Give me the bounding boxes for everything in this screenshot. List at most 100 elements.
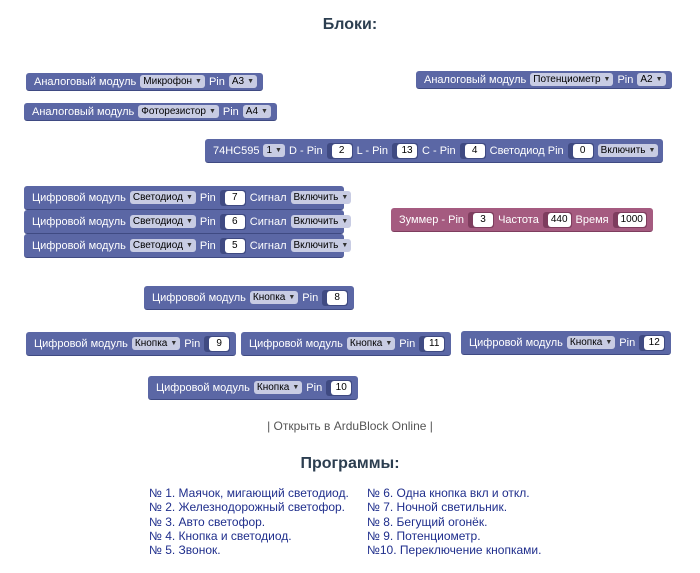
buzzer-pin-socket: 3 xyxy=(468,211,495,228)
dropdown-arrow-icon: ▼ xyxy=(195,78,202,85)
dropdown-arrow-icon: ▼ xyxy=(655,76,663,83)
program-link[interactable]: № 7. Ночной светильник. xyxy=(367,500,508,515)
pin-dropdown[interactable]: A2▼ xyxy=(637,73,666,86)
pin-value[interactable]: 8 xyxy=(327,290,348,305)
blocks-title: Блоки: xyxy=(322,16,378,33)
module-dropdown[interactable]: Фоторезистор▼ xyxy=(138,105,219,118)
dropdown-arrow-icon: ▼ xyxy=(275,147,282,154)
block-label: Аналоговый модуль xyxy=(424,73,527,86)
pin-socket: 10 xyxy=(326,379,353,396)
pin-value[interactable]: 10 xyxy=(331,380,352,395)
digital-module-block-led[interactable]: Цифровой модуль Светодиод▼ Pin 7 Сигнал … xyxy=(24,186,352,210)
pin-socket: 11 xyxy=(419,335,446,352)
l-pin-value[interactable]: 13 xyxy=(397,143,417,158)
program-link[interactable]: № 3. Авто светофор. xyxy=(149,514,266,529)
module-dropdown[interactable]: Кнопка▼ xyxy=(249,291,299,304)
pin-label: Pin xyxy=(199,239,216,252)
dropdown-arrow-icon: ▼ xyxy=(605,339,613,346)
program-link[interactable]: № 5. Звонок. xyxy=(149,543,221,558)
signal-dropdown[interactable]: Включить▼ xyxy=(290,191,352,204)
module-dropdown[interactable]: Кнопка▼ xyxy=(253,381,303,394)
module-dropdown[interactable]: Кнопка▼ xyxy=(566,336,616,349)
pin-label: Pin xyxy=(306,381,323,394)
block-label: Цифровой модуль xyxy=(32,239,126,252)
led-pin-socket: 0 xyxy=(567,142,594,159)
module-dropdown[interactable]: Светодиод▼ xyxy=(129,239,196,252)
dropdown-arrow-icon: ▼ xyxy=(208,108,216,115)
digital-module-block-button[interactable]: Цифровой модуль Кнопка▼ Pin 11 xyxy=(241,332,452,356)
time-socket: 1000 xyxy=(612,211,647,228)
dropdown-arrow-icon: ▼ xyxy=(292,384,300,391)
link-separator: | xyxy=(267,419,274,433)
index-dropdown[interactable]: 1▼ xyxy=(263,144,285,157)
pin-dropdown[interactable]: A4▼ xyxy=(242,105,271,118)
c-pin-value[interactable]: 4 xyxy=(464,143,485,158)
signal-label: Сигнал xyxy=(249,215,287,228)
block-label: 74HC595 xyxy=(213,144,260,157)
signal-dropdown[interactable]: Включить▼ xyxy=(290,215,352,228)
module-dropdown[interactable]: Кнопка▼ xyxy=(131,337,181,350)
module-dropdown[interactable]: Светодиод▼ xyxy=(129,191,196,204)
dropdown-arrow-icon: ▼ xyxy=(385,340,393,347)
block-label: Цифровой модуль xyxy=(469,336,563,349)
pin-dropdown[interactable]: A3▼ xyxy=(228,75,258,88)
digital-led-stack: Цифровой модуль Светодиод▼ Pin 7 Сигнал … xyxy=(24,186,352,258)
digital-module-block-led[interactable]: Цифровой модуль Светодиод▼ Pin 6 Сигнал … xyxy=(24,210,352,234)
block-label: Цифровой модуль xyxy=(152,291,246,304)
pin-label: Pin xyxy=(617,73,634,86)
analog-module-block-potentiometer[interactable]: Аналоговый модуль Потенциометр▼ Pin A2▼ xyxy=(416,71,672,89)
frequency-value[interactable]: 440 xyxy=(547,212,571,227)
frequency-label: Частота xyxy=(498,213,539,226)
action-dropdown[interactable]: Включить▼ xyxy=(597,144,659,157)
pin-label: Pin xyxy=(619,336,636,349)
digital-module-block-button[interactable]: Цифровой модуль Кнопка▼ Pin 9 xyxy=(26,332,237,356)
digital-module-block-button[interactable]: Цифровой модуль Кнопка▼ Pin 8 xyxy=(144,286,355,310)
led-pin-value[interactable]: 0 xyxy=(572,143,593,158)
buzzer-block[interactable]: Зуммер - Pin 3 Частота 440 Время 1000 xyxy=(391,208,653,232)
shift-register-block[interactable]: 74HC595 1▼ D - Pin 2 L - Pin 13 C - Pin … xyxy=(205,139,663,163)
module-dropdown[interactable]: Микрофон▼ xyxy=(140,75,205,88)
dropdown-arrow-icon: ▼ xyxy=(341,242,349,249)
pin-label: Pin xyxy=(184,337,201,350)
analog-module-block-microphone[interactable]: Аналоговый модуль Микрофон▼ Pin A3▼ xyxy=(26,73,264,91)
pin-value[interactable]: 11 xyxy=(424,336,445,351)
program-link[interactable]: № 8. Бегущий огонёк. xyxy=(367,514,488,529)
signal-label: Сигнал xyxy=(249,239,287,252)
program-link[interactable]: № 6. Одна кнопка вкл и откл. xyxy=(367,486,530,500)
program-link[interactable]: № 1. Маячок, мигающий светодиод. xyxy=(149,486,349,500)
digital-module-block-button[interactable]: Цифровой модуль Кнопка▼ Pin 10 xyxy=(148,376,359,400)
dropdown-arrow-icon: ▼ xyxy=(247,78,255,85)
time-label: Время xyxy=(575,213,609,226)
l-pin-label: L - Pin xyxy=(356,144,388,157)
pin-value[interactable]: 7 xyxy=(224,190,245,205)
led-pin-label: Светодиод Pin xyxy=(489,144,564,157)
d-pin-value[interactable]: 2 xyxy=(331,143,352,158)
pin-value[interactable]: 12 xyxy=(644,335,665,350)
module-dropdown[interactable]: Светодиод▼ xyxy=(129,215,196,228)
signal-dropdown[interactable]: Включить▼ xyxy=(290,239,352,252)
pin-value[interactable]: 5 xyxy=(224,238,245,253)
dropdown-arrow-icon: ▼ xyxy=(261,108,268,115)
open-in-ardublock-link[interactable]: Открыть в ArduBlock Online xyxy=(273,419,427,433)
digital-module-block-button[interactable]: Цифровой модуль Кнопка▼ Pin 12 xyxy=(461,331,672,355)
pin-value[interactable]: 9 xyxy=(209,336,230,351)
open-link-line: | Открыть в ArduBlock Online | xyxy=(0,419,700,433)
dropdown-arrow-icon: ▼ xyxy=(170,340,178,347)
module-dropdown[interactable]: Кнопка▼ xyxy=(346,337,396,350)
time-value[interactable]: 1000 xyxy=(617,212,646,227)
module-dropdown[interactable]: Потенциометр▼ xyxy=(530,73,614,86)
program-link[interactable]: № 4. Кнопка и светодиод. xyxy=(149,528,292,543)
buzzer-pin-value[interactable]: 3 xyxy=(473,212,494,227)
dropdown-arrow-icon: ▼ xyxy=(185,194,193,201)
program-link[interactable]: № 2. Железнодорожный светофор. xyxy=(149,500,346,515)
buzzer-pin-label: Зуммер - Pin xyxy=(399,213,465,226)
analog-module-block-photoresistor[interactable]: Аналоговый модуль Фоторезистор▼ Pin A4▼ xyxy=(24,103,277,121)
program-link[interactable]: № 9. Потенциометр. xyxy=(367,528,481,543)
block-label: Аналоговый модуль xyxy=(34,75,137,88)
program-link[interactable]: №10. Переключение кнопками. xyxy=(367,543,542,558)
pin-label: Pin xyxy=(208,75,225,88)
pin-socket: 12 xyxy=(639,334,666,351)
signal-label: Сигнал xyxy=(249,191,287,204)
pin-value[interactable]: 6 xyxy=(224,214,245,229)
digital-module-block-led[interactable]: Цифровой модуль Светодиод▼ Pin 5 Сигнал … xyxy=(24,234,352,258)
